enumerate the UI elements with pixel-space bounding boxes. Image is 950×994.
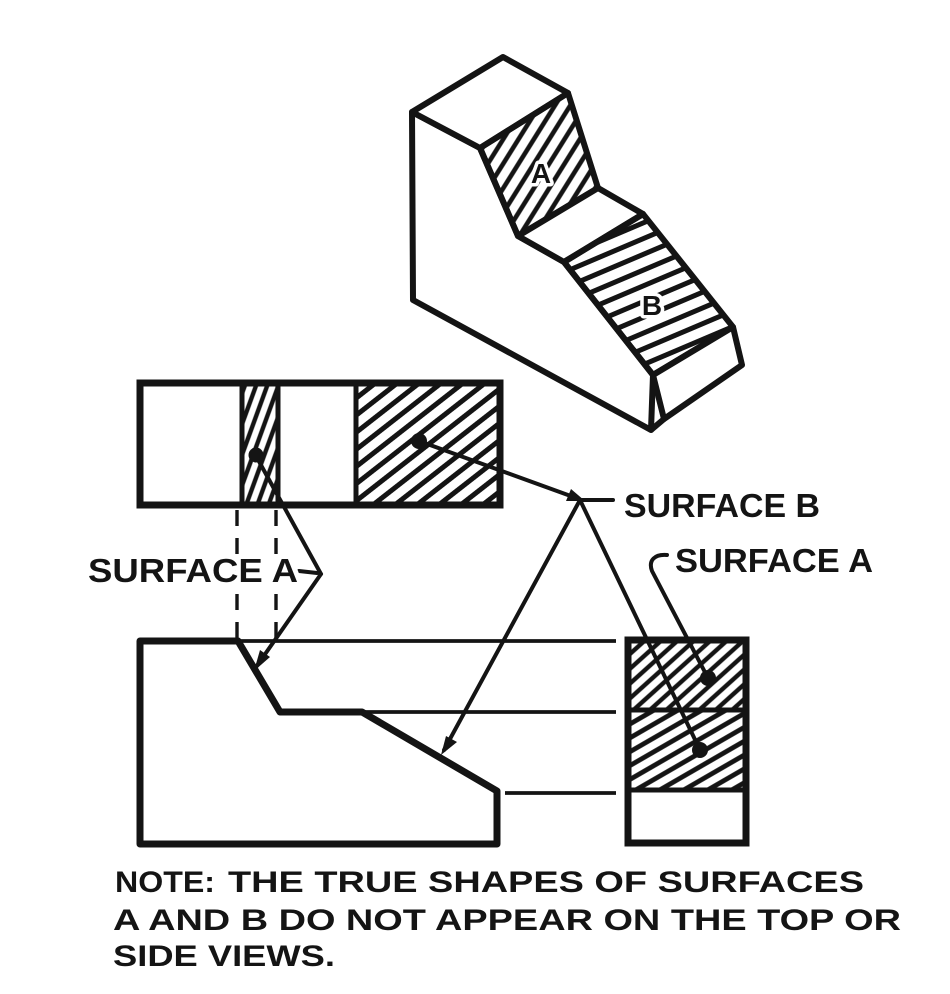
dot-sideview-surface-a: [700, 670, 716, 686]
top-view-border: [136, 379, 504, 509]
label-surface-a-left: SURFACE A: [88, 552, 298, 589]
note-line-3: SIDE VIEWS.: [113, 940, 335, 973]
note-line-2: A AND B DO NOT APPEAR ON THE TOP OR: [113, 904, 901, 937]
leader-vertex-to-topview-a: [254, 454, 323, 576]
side-view-surface-a-band: [625, 637, 749, 713]
arrowhead-junction: [566, 489, 585, 501]
front-view-outline: [136, 637, 501, 848]
leader-junction-to-sideview-b: [578, 498, 702, 752]
reference-dots: [248, 433, 716, 758]
arrowhead-frontview-a: [254, 650, 270, 671]
iso-end-face: [650, 324, 745, 422]
iso-bottom-corner-edge: [649, 416, 666, 433]
top-view: [136, 379, 504, 509]
iso-letter-b: B: [642, 290, 662, 321]
leader-topview-b-to-junction: [417, 439, 581, 501]
note-block: NOTE: THE TRUE SHAPES OF SURFACES A AND …: [113, 866, 901, 973]
projection-lines: [235, 510, 616, 795]
note-label: NOTE:: [115, 866, 215, 899]
leader-label-a-right-to-sideview-a: [648, 552, 710, 680]
label-surface-a-right: SURFACE A: [675, 542, 873, 579]
leader-label-a-left-dash: [297, 569, 319, 575]
dot-topview-surface-b: [411, 433, 427, 449]
dot-sideview-surface-b: [692, 742, 708, 758]
callout-labels: SURFACE A SURFACE B SURFACE A: [84, 483, 878, 594]
side-view: [624, 636, 750, 847]
callout-leaders: [252, 439, 710, 755]
iso-letter-a: A: [531, 158, 551, 189]
front-view: [136, 637, 501, 848]
isometric-view: A B: [409, 54, 745, 433]
label-surface-b: SURFACE B: [624, 487, 820, 524]
leader-junction-to-frontview-b: [442, 498, 582, 752]
arrowhead-frontview-b: [441, 736, 457, 755]
dot-topview-surface-a: [248, 447, 264, 463]
note-line-1: THE TRUE SHAPES OF SURFACES: [228, 866, 864, 899]
